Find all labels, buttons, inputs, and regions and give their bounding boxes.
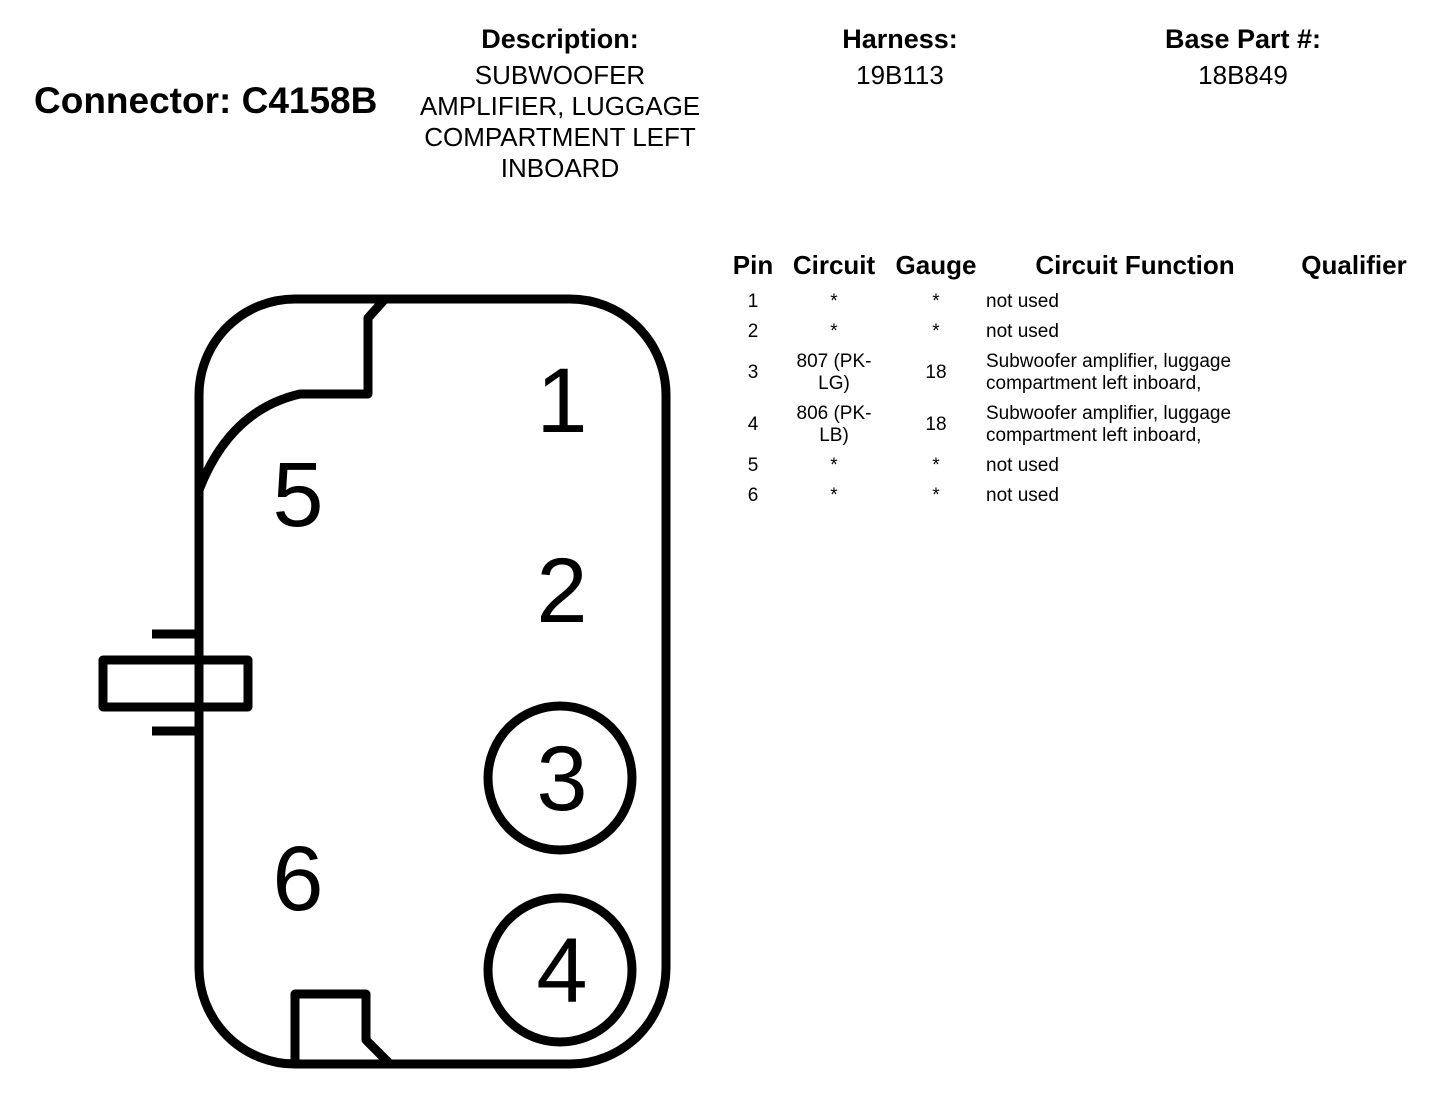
gauge-cell: 18 bbox=[925, 362, 947, 383]
connector-housing-outline bbox=[194, 294, 671, 1069]
description-line: COMPARTMENT LEFT bbox=[424, 122, 696, 152]
description-value: SUBWOOFER AMPLIFIER, LUGGAGE COMPARTMENT… bbox=[400, 60, 720, 184]
gauge-column-header: Gauge bbox=[895, 250, 977, 280]
pin-3-ring bbox=[483, 701, 637, 855]
table-row: 3 807 (PK-LG) 18 Subwoofer amplifier, lu… bbox=[724, 347, 1424, 399]
qualifier-column-header: Qualifier bbox=[1301, 250, 1407, 280]
circuit-cell: 807 (PK-LG) bbox=[796, 351, 872, 394]
gauge-cell: * bbox=[932, 485, 940, 506]
table-row: 5 * * not used bbox=[724, 451, 1424, 481]
function-cell: Subwoofer amplifier, luggage compartment… bbox=[986, 403, 1232, 446]
function-cell: Subwoofer amplifier, luggage compartment… bbox=[986, 351, 1232, 394]
circuit-cell: 806 (PK-LB) bbox=[796, 403, 872, 446]
description-line: INBOARD bbox=[500, 153, 620, 183]
table-row: 1 * * not used bbox=[724, 287, 1424, 317]
function-column-header: Circuit Function bbox=[1035, 250, 1235, 280]
pin-cell: 3 bbox=[747, 362, 759, 383]
connector-title: Connector: C4158B bbox=[34, 80, 378, 121]
function-cell: not used bbox=[986, 455, 1059, 476]
function-cell: not used bbox=[986, 485, 1059, 506]
description-line: SUBWOOFER bbox=[474, 60, 646, 90]
pin-label-4: 4 bbox=[536, 920, 587, 1022]
harness-header: Harness: bbox=[842, 24, 958, 54]
circuit-cell: * bbox=[830, 321, 838, 342]
gauge-cell: 18 bbox=[925, 414, 947, 435]
table-row: 2 * * not used bbox=[724, 317, 1424, 347]
pin-table: Pin Circuit Gauge Circuit Function Quali… bbox=[724, 250, 1424, 511]
table-row: 6 * * not used bbox=[724, 481, 1424, 511]
base-part-header: Base Part #: bbox=[1164, 24, 1322, 54]
pin-label-6: 6 bbox=[272, 828, 323, 930]
circuit-column-header: Circuit bbox=[792, 250, 876, 280]
circuit-cell: * bbox=[830, 291, 838, 312]
pin-cell: 6 bbox=[747, 485, 759, 506]
pin-4-ring bbox=[483, 893, 637, 1047]
base-part-value: 18B849 bbox=[1198, 60, 1288, 90]
harness-value: 19B113 bbox=[856, 60, 944, 90]
gauge-cell: * bbox=[932, 321, 940, 342]
pin-cell: 2 bbox=[747, 321, 759, 342]
pin-cell: 5 bbox=[747, 455, 759, 476]
pin-label-5: 5 bbox=[272, 444, 323, 546]
function-cell: not used bbox=[986, 321, 1059, 342]
pin-cell: 4 bbox=[747, 414, 759, 435]
side-latch bbox=[98, 629, 253, 736]
pin-cell: 1 bbox=[747, 291, 759, 312]
description-line: AMPLIFIER, LUGGAGE bbox=[419, 91, 701, 121]
bottom-key-notch bbox=[290, 989, 394, 1068]
description-header: Description: bbox=[481, 24, 639, 54]
gauge-cell: * bbox=[932, 291, 940, 312]
circuit-cell: * bbox=[830, 485, 838, 506]
pin-label-2: 2 bbox=[536, 540, 587, 642]
gauge-cell: * bbox=[932, 455, 940, 476]
pin-label-1: 1 bbox=[536, 350, 587, 452]
pin-label-3: 3 bbox=[536, 728, 587, 830]
circuit-cell: * bbox=[830, 455, 838, 476]
function-cell: not used bbox=[986, 291, 1059, 312]
pin-table-header-row: Pin Circuit Gauge Circuit Function Quali… bbox=[724, 250, 1424, 287]
table-row: 4 806 (PK-LB) 18 Subwoofer amplifier, lu… bbox=[724, 399, 1424, 451]
pin-column-header: Pin bbox=[732, 250, 774, 280]
top-key-notch bbox=[194, 295, 389, 492]
